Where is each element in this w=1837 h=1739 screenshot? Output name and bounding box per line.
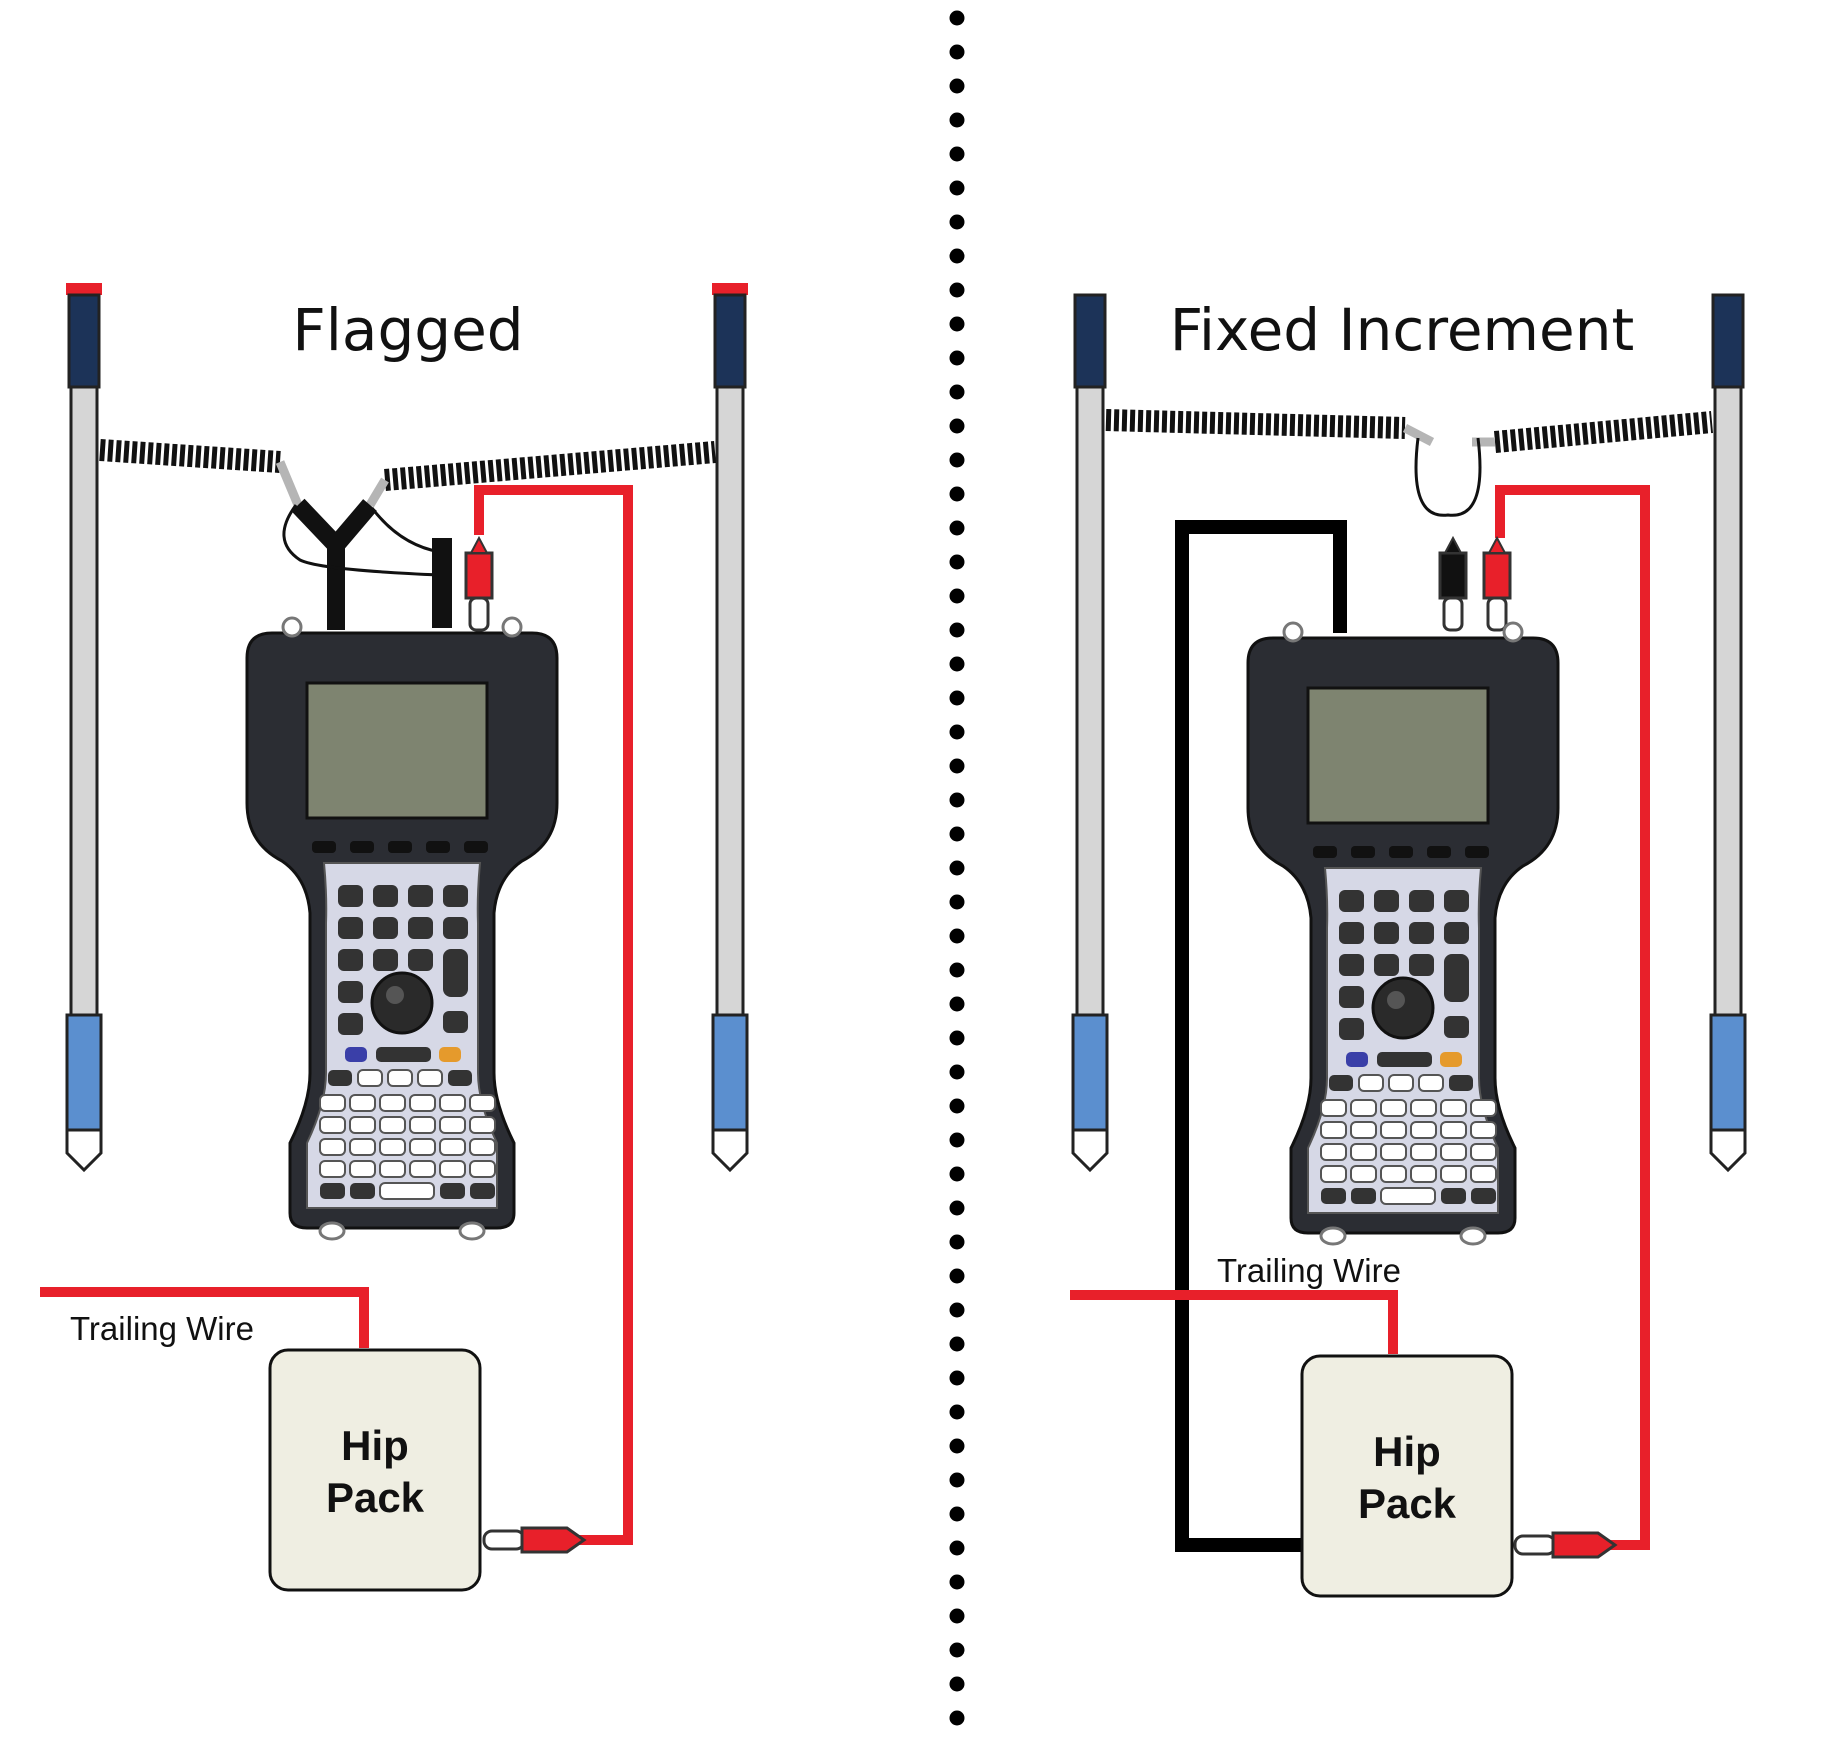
- flag-tip: [66, 283, 102, 295]
- flagged-panel: Flagged Trailing Wire: [40, 283, 749, 1592]
- left-probe: [1071, 293, 1109, 1172]
- fixed-increment-panel: Fixed Increment Trailing Wire Hip Pack: [1070, 293, 1747, 1598]
- hip-pack: Hip Pack: [268, 1348, 482, 1592]
- coiled-cable-right: [1493, 411, 1714, 453]
- hip-pack-label: Pack: [1358, 1480, 1457, 1527]
- trailing-wire-label: Trailing Wire: [70, 1310, 254, 1347]
- red-connector: [1482, 536, 1512, 632]
- hip-pack-red-connector: [482, 1526, 586, 1554]
- y-splitter: [282, 498, 452, 630]
- coiled-cable-left: [1105, 409, 1406, 439]
- red-connector: [464, 536, 494, 632]
- black-connector: [1438, 536, 1468, 632]
- red-wire-device-to-hippack: [474, 485, 633, 1545]
- flag-tip: [712, 283, 748, 295]
- right-probe: [1709, 293, 1747, 1172]
- coiled-cable-left: [99, 439, 281, 473]
- panel-title: Fixed Increment: [1170, 296, 1634, 364]
- hip-pack-label: Hip: [341, 1422, 409, 1469]
- hip-pack-red-connector: [1513, 1531, 1617, 1559]
- left-probe: [65, 283, 103, 1172]
- trailing-wire: [40, 1287, 369, 1348]
- hip-pack-label: Pack: [326, 1474, 425, 1521]
- hip-pack: Hip Pack: [1300, 1354, 1514, 1598]
- right-probe: [711, 283, 749, 1172]
- red-wire-device-to-hippack: [1495, 485, 1650, 1550]
- trailing-wire: [1070, 1290, 1398, 1354]
- black-wire-device-to-hippack: [1175, 520, 1347, 1552]
- trailing-wire-label: Trailing Wire: [1217, 1252, 1401, 1289]
- handheld-device: [247, 618, 557, 1239]
- panel-title: Flagged: [292, 296, 523, 364]
- handheld-device: [1248, 623, 1558, 1244]
- coiled-cable-right: [384, 441, 716, 491]
- hip-pack-label: Hip: [1373, 1428, 1441, 1475]
